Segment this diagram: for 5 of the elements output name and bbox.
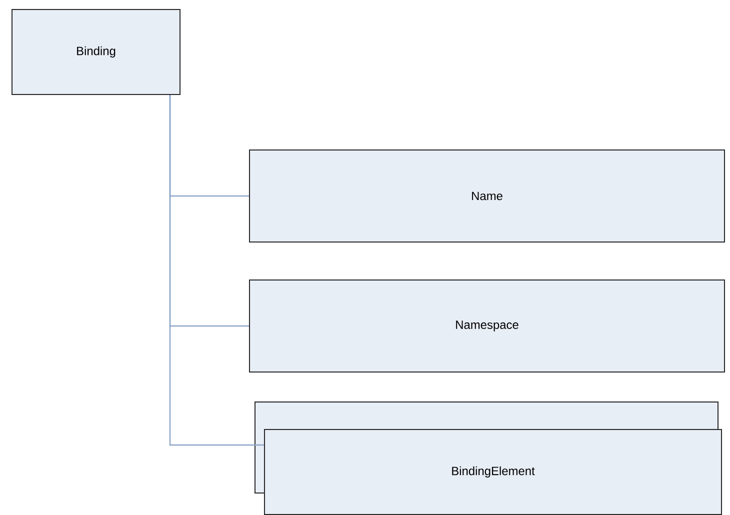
process-box: Name bbox=[249, 150, 725, 242]
process-box: Binding bbox=[12, 9, 180, 95]
process-box: Namespace bbox=[249, 280, 725, 372]
connector-line bbox=[169, 95, 264, 446]
stacked-box: BindingElement bbox=[254, 402, 722, 515]
